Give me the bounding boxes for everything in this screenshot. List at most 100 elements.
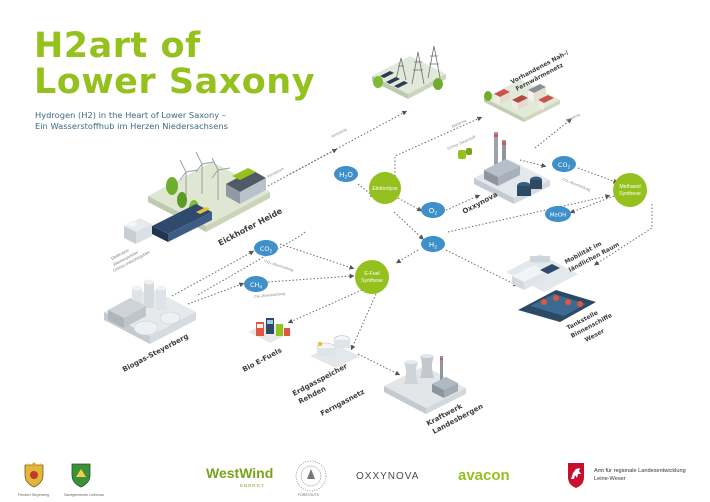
h2-base: H: [429, 241, 434, 249]
molecule-co2-left: CO2: [254, 240, 278, 256]
molecule-meoh: MeOH: [545, 206, 571, 222]
flow-meoh-mobilitaet: [593, 204, 653, 266]
oxxynova-text: OXXYNOVA: [356, 471, 420, 482]
label-abwaerme-1: Abwärme: [451, 119, 467, 129]
flow-o2-oxxynova: [445, 194, 481, 211]
oxxynova-logo: OXXYNOVA: [356, 471, 419, 482]
biogas-plant-scene: [104, 279, 196, 344]
label-co2-nutzung-2: CO₂-Abscheidung: [264, 259, 294, 272]
gas-cylinder-icon: [458, 148, 472, 159]
solar-building-icon: [226, 168, 266, 204]
liebenau-crest-icon: [71, 463, 91, 488]
flow-efuels-erdgas: [350, 293, 377, 351]
label-co2-nutzung: CO₂ Abscheidung: [562, 177, 591, 192]
lower-saxony-horse-icon: [568, 463, 584, 488]
title-line-2: Lower Saxony: [34, 62, 316, 102]
flow-h2-mobilitaet: [445, 249, 519, 287]
power-plant-scene: [384, 354, 466, 414]
avacon-logo: avacon: [458, 467, 510, 484]
h2o-rest: O: [347, 171, 353, 179]
flow-co2-methanol: [577, 167, 619, 184]
liebenau-caption: Samtgemeinde Liebenau: [64, 493, 104, 497]
train-icon: [152, 204, 212, 242]
node-methanol-synthese: Methanol Synthese: [613, 173, 647, 207]
flow-elektrolyse-abwaerme: [394, 116, 483, 176]
cooling-tower-icon: [404, 354, 434, 384]
molecule-h2o: H2O: [334, 166, 358, 182]
svg-text:CO2: CO2: [260, 245, 273, 254]
chimney-icon: [494, 132, 506, 174]
ch4-sub: 4: [259, 285, 262, 290]
flow-co2-efuels: [279, 243, 355, 270]
flow-lines: [171, 110, 653, 376]
gas-tank-icon: [316, 335, 351, 356]
molecule-co2-top: CO2: [552, 156, 576, 172]
label-gruener-sauerstoff: Grüner Sauerstoff: [447, 135, 477, 151]
label-oxxynova: Oxxynova: [461, 190, 499, 215]
poster-subtitle: Hydrogen (H2) in the Heart of Lower Saxo…: [35, 110, 228, 132]
westwind-text: WestWind: [206, 465, 274, 481]
svg-text:O2: O2: [429, 207, 438, 217]
h2-sub: 2: [434, 245, 437, 251]
flow-windstrom: [267, 148, 338, 187]
label-windstrom: Windstrom: [267, 167, 285, 179]
flow-h2-efuels: [395, 249, 419, 264]
flow-ch4-efuels: [267, 273, 355, 283]
pylon-icon: [395, 45, 441, 85]
flow-methanol-meoh: [569, 195, 615, 214]
tank-icon: [517, 176, 542, 196]
gas-storage-scene: [310, 335, 360, 368]
houses-scene: [484, 80, 560, 122]
label-bio-efuels: Bio E-Fuels: [241, 346, 283, 373]
power-grid-scene: [372, 45, 446, 99]
westwind-logo: WestWind: [206, 465, 273, 481]
label-ch4-bereitstellung: CH₄-Bereitstellung: [254, 292, 286, 299]
node-methanol-line2: Synthese: [619, 191, 641, 197]
house-icon: [494, 84, 554, 110]
amt-logo: Amt für regionale Landesentwicklung Lein…: [594, 467, 686, 483]
node-elektrolyse-label: Elektrolyse: [372, 186, 397, 192]
steyerberg-crest-icon: [24, 462, 44, 488]
flow-elektrolyse-o2: [397, 197, 423, 212]
meoh-label: MeOH: [550, 213, 567, 219]
flow-oxxynova-co2: [519, 159, 547, 168]
h2o-base: H: [339, 171, 344, 179]
node-efuels-line2: Synthese: [361, 278, 383, 284]
subtitle-line-2: Ein Wasserstoffhub im Herzen Niedersachs…: [35, 121, 228, 131]
footer: Flecken Steyerberg Samtgemeinde Liebenau…: [0, 453, 710, 502]
flow-verteilung: [289, 110, 408, 175]
ch4-base: CH: [250, 281, 260, 289]
avacon-text: avacon: [458, 467, 510, 484]
co2-top-base: CO: [558, 161, 568, 169]
o2-sub: 2: [434, 211, 437, 217]
label-verteilung: Verteilung: [331, 127, 348, 138]
h2o-sub: 2: [344, 175, 347, 181]
amt-line-2: Leine-Weser: [594, 476, 626, 482]
truck-icon: [512, 256, 560, 290]
o2-base: O: [429, 207, 435, 215]
oxxynova-plant-scene: [458, 132, 550, 204]
forstguts-seal-icon: [295, 460, 327, 492]
silo-icon: [132, 279, 166, 312]
eickhofer-heide-scene: [124, 151, 270, 244]
flow-efuels-bioefuels: [287, 289, 363, 324]
amt-line-1: Amt für regionale Landesentwicklung: [594, 468, 686, 474]
node-methanol-line1: Methanol: [619, 184, 640, 190]
forstguts-caption: FORSTGUTS: [298, 493, 319, 497]
flow-erdgas-kraftwerk: [357, 353, 401, 376]
solar-panel-icon: [380, 71, 408, 88]
ship-icon: [518, 290, 596, 322]
co2-left-base: CO: [260, 245, 270, 253]
svg-text:CH4: CH4: [250, 281, 262, 290]
flow-oxxynova-abwaerme: [534, 118, 572, 149]
node-efuel-synthese: E-Fuel Synthese: [355, 260, 389, 294]
molecule-ch4: CH4: [244, 276, 268, 292]
fuel-pump-icon: [256, 318, 290, 336]
steyerberg-caption: Flecken Steyerberg: [18, 493, 50, 497]
small-place-labels: Elektrolyse Wärmespeicher Grünes Industr…: [110, 247, 151, 273]
westwind-sub: ENERGY: [240, 483, 266, 488]
title-line-1: H2art of: [34, 26, 201, 66]
label-abwaerme-2: Abwärme: [565, 113, 581, 123]
fuel-station-scene: [248, 318, 292, 343]
